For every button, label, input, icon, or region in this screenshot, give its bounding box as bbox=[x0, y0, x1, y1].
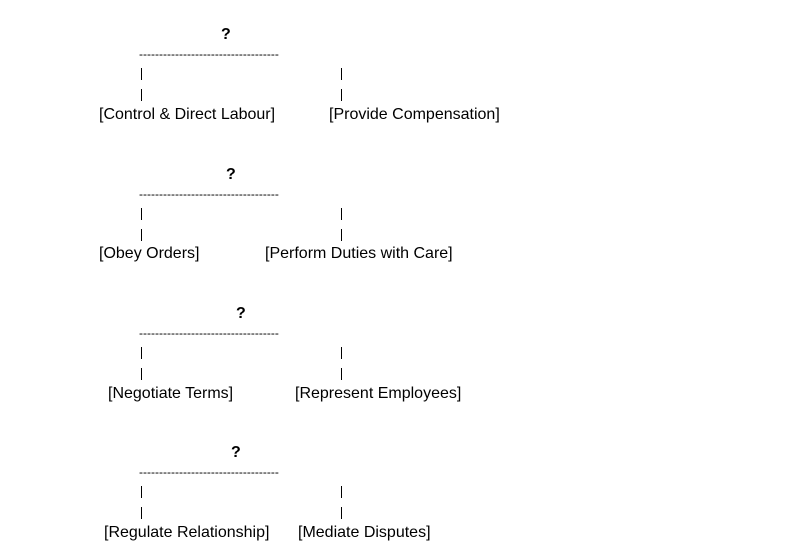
root-label: ? bbox=[231, 444, 241, 461]
left-branch-line-upper bbox=[141, 347, 142, 359]
right-branch-line-upper bbox=[341, 486, 342, 498]
left-branch-line-lower bbox=[141, 229, 142, 241]
left-child-node: [Regulate Relationship] bbox=[104, 524, 270, 541]
horizontal-connector: ----------------------------------- bbox=[139, 187, 279, 201]
left-child-node: [Obey Orders] bbox=[99, 245, 200, 262]
horizontal-connector: ----------------------------------- bbox=[139, 326, 279, 340]
root-label: ? bbox=[226, 166, 236, 183]
right-branch-line-lower bbox=[341, 368, 342, 380]
right-child-node: [Mediate Disputes] bbox=[298, 524, 431, 541]
horizontal-connector: ----------------------------------- bbox=[139, 47, 279, 61]
right-child-node: [Represent Employees] bbox=[295, 385, 462, 402]
left-branch-line-lower bbox=[141, 507, 142, 519]
right-branch-line-lower bbox=[341, 229, 342, 241]
right-child-node: [Perform Duties with Care] bbox=[265, 245, 453, 262]
left-child-node: [Control & Direct Labour] bbox=[99, 106, 276, 123]
left-branch-line-upper bbox=[141, 486, 142, 498]
horizontal-connector: ----------------------------------- bbox=[139, 465, 279, 479]
right-branch-line-upper bbox=[341, 68, 342, 80]
root-label: ? bbox=[221, 26, 231, 43]
right-branch-line-upper bbox=[341, 347, 342, 359]
left-branch-line-upper bbox=[141, 68, 142, 80]
right-branch-line-lower bbox=[341, 89, 342, 101]
root-label: ? bbox=[236, 305, 246, 322]
left-branch-line-lower bbox=[141, 368, 142, 380]
left-child-node: [Negotiate Terms] bbox=[108, 385, 234, 402]
right-branch-line-upper bbox=[341, 208, 342, 220]
left-branch-line-lower bbox=[141, 89, 142, 101]
right-branch-line-lower bbox=[341, 507, 342, 519]
left-branch-line-upper bbox=[141, 208, 142, 220]
right-child-node: [Provide Compensation] bbox=[329, 106, 500, 123]
